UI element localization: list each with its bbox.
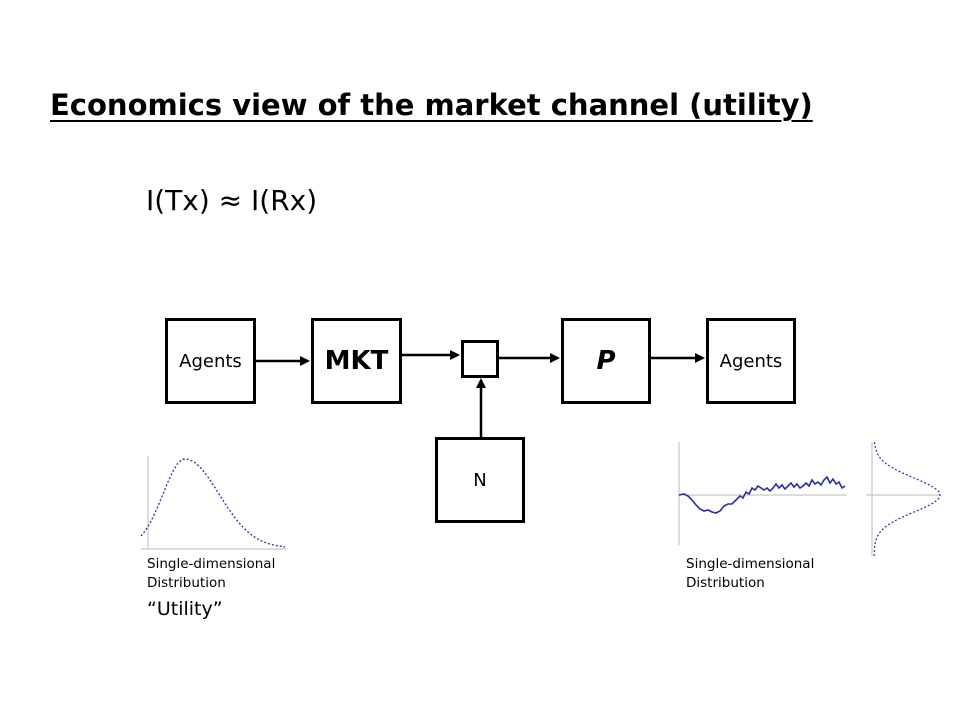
agents-input-box: Agents (165, 318, 256, 404)
vertical-dist-curve (873, 441, 941, 557)
junction-box (461, 340, 499, 378)
price-box: P (561, 318, 651, 404)
left-plot-caption: Single-dimensional Distribution (147, 555, 275, 593)
formula: I(Tx) ≈ I(Rx) (146, 184, 318, 217)
noise-box: N (435, 437, 525, 523)
left-caption-line1: Single-dimensional (147, 556, 276, 572)
right-series-plot (678, 442, 847, 545)
slide-title: Economics view of the market channel (ut… (50, 88, 813, 122)
left-distribution-plot (140, 456, 286, 550)
left-caption-line2: Distribution (147, 575, 226, 591)
right-distribution-plot (866, 441, 941, 557)
right-caption-line2: Distribution (686, 575, 765, 591)
right-caption-line1: Single-dimensional (686, 556, 815, 572)
market-box: MKT (311, 318, 402, 404)
left-plot-curve (140, 458, 286, 548)
right-plot-series (678, 475, 846, 514)
right-plot-caption: Single-dimensional Distribution (686, 555, 814, 593)
utility-quote: “Utility” (147, 598, 223, 620)
agents-output-box: Agents (706, 318, 796, 404)
